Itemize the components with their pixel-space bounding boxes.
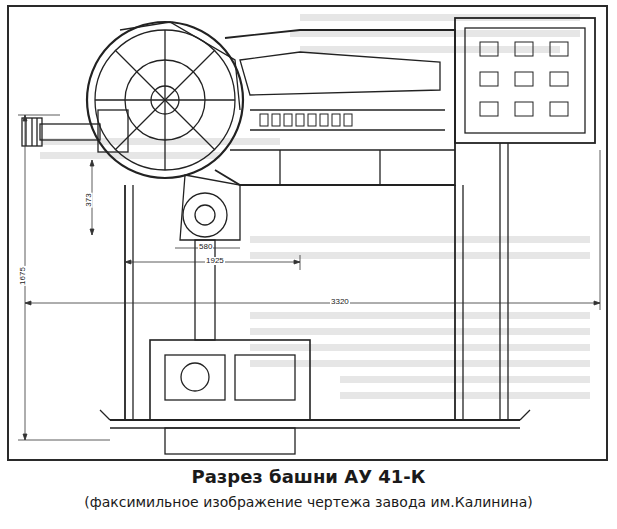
dimension-label: 580 (198, 243, 213, 251)
dimension-label: 1925 (205, 257, 225, 265)
dimension-label: 373 (85, 192, 93, 207)
figure-caption: (факсимильное изображение чертежа завода… (0, 494, 617, 510)
figure-title: Разрез башни АУ 41-К (0, 466, 617, 487)
dimension-label: 3320 (330, 298, 350, 306)
dimension-label: 1675 (19, 266, 27, 286)
